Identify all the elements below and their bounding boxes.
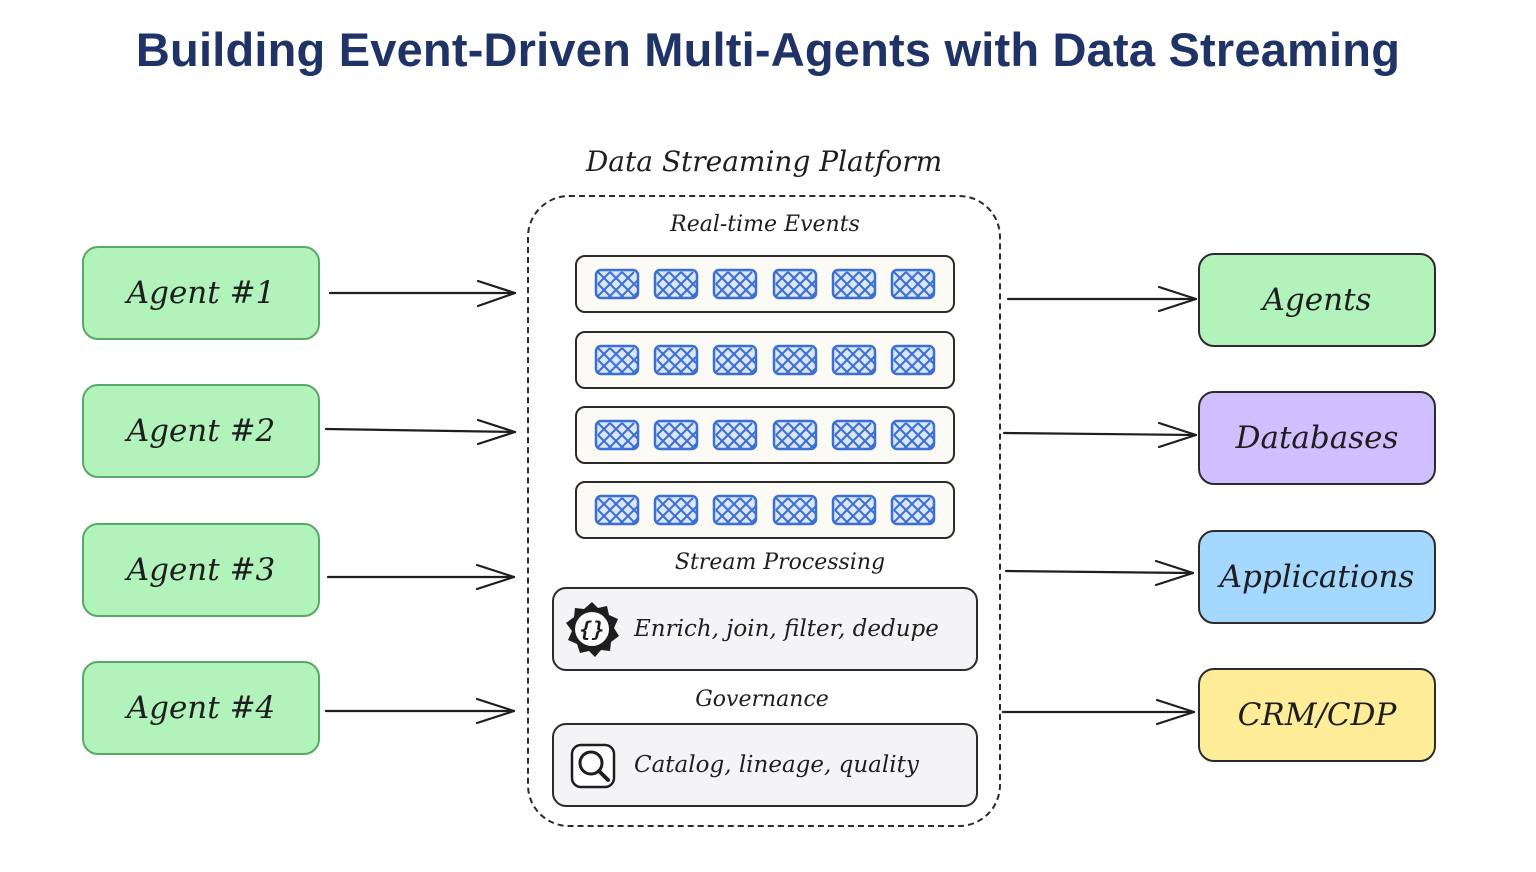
event-icon bbox=[831, 268, 877, 300]
event-icon bbox=[891, 344, 936, 376]
events-label: Real-time Events bbox=[670, 212, 860, 237]
event-icon bbox=[772, 419, 817, 451]
event-icon bbox=[713, 419, 758, 451]
event-icon bbox=[653, 344, 699, 376]
consumer-crm-cdp-box: CRM/CDP bbox=[1198, 668, 1436, 762]
governance-label: Governance bbox=[695, 687, 829, 712]
diagram-title: Building Event-Driven Multi-Agents with … bbox=[135, 23, 1401, 76]
governance-text: Catalog, lineage, quality bbox=[634, 752, 919, 778]
event-icon bbox=[713, 494, 758, 526]
arrow-agent-2-to-platform bbox=[324, 418, 517, 446]
event-icon bbox=[831, 494, 877, 526]
arrow-platform-to-crm-cdp bbox=[1001, 698, 1196, 726]
event-icon bbox=[653, 494, 699, 526]
event-icon bbox=[594, 419, 639, 451]
agent-1-box: Agent #1 bbox=[82, 246, 320, 340]
event-icon bbox=[653, 419, 699, 451]
event-stream-lane-3 bbox=[575, 406, 955, 464]
event-icon bbox=[772, 268, 817, 300]
arrow-agent-4-to-platform bbox=[324, 697, 516, 725]
consumer-applications-box: Applications bbox=[1198, 530, 1436, 624]
arrow-platform-to-applications bbox=[1004, 559, 1195, 587]
event-icon bbox=[891, 494, 936, 526]
event-icon bbox=[772, 494, 817, 526]
event-icon bbox=[594, 344, 639, 376]
event-stream-lane-1 bbox=[575, 255, 955, 313]
stream-processing-text: Enrich, join, filter, dedupe bbox=[634, 616, 939, 642]
agent-3-box: Agent #3 bbox=[82, 523, 320, 617]
event-icon bbox=[594, 494, 639, 526]
platform-label: Data Streaming Platform bbox=[585, 145, 943, 178]
stream-processing-label: Stream Processing bbox=[674, 550, 886, 575]
consumer-databases-box: Databases bbox=[1198, 391, 1436, 485]
event-icon bbox=[831, 344, 877, 376]
stream-processing-box: {} Enrich, join, filter, dedupe bbox=[552, 587, 978, 671]
arrow-platform-to-agents bbox=[1006, 285, 1198, 313]
event-icon bbox=[891, 268, 936, 300]
arrow-agent-3-to-platform bbox=[326, 563, 516, 591]
event-icon bbox=[594, 268, 639, 300]
data-streaming-platform bbox=[527, 195, 1001, 827]
event-icon bbox=[891, 419, 936, 451]
event-icon bbox=[713, 268, 758, 300]
event-stream-lane-4 bbox=[575, 481, 955, 539]
consumer-agents-box: Agents bbox=[1198, 253, 1436, 347]
magnifier-icon bbox=[570, 743, 616, 789]
event-icon bbox=[772, 344, 817, 376]
event-icon bbox=[831, 419, 877, 451]
arrow-agent-1-to-platform bbox=[328, 279, 517, 308]
event-stream-lane-2 bbox=[575, 331, 955, 389]
arrow-platform-to-databases bbox=[1002, 421, 1198, 449]
agent-4-box: Agent #4 bbox=[82, 661, 320, 755]
event-icon bbox=[653, 268, 699, 300]
governance-box: Catalog, lineage, quality bbox=[552, 723, 978, 807]
code-braces-icon: {} bbox=[566, 602, 619, 657]
agent-2-box: Agent #2 bbox=[82, 384, 320, 478]
event-icon bbox=[713, 344, 758, 376]
svg-text:{}: {} bbox=[579, 618, 604, 642]
